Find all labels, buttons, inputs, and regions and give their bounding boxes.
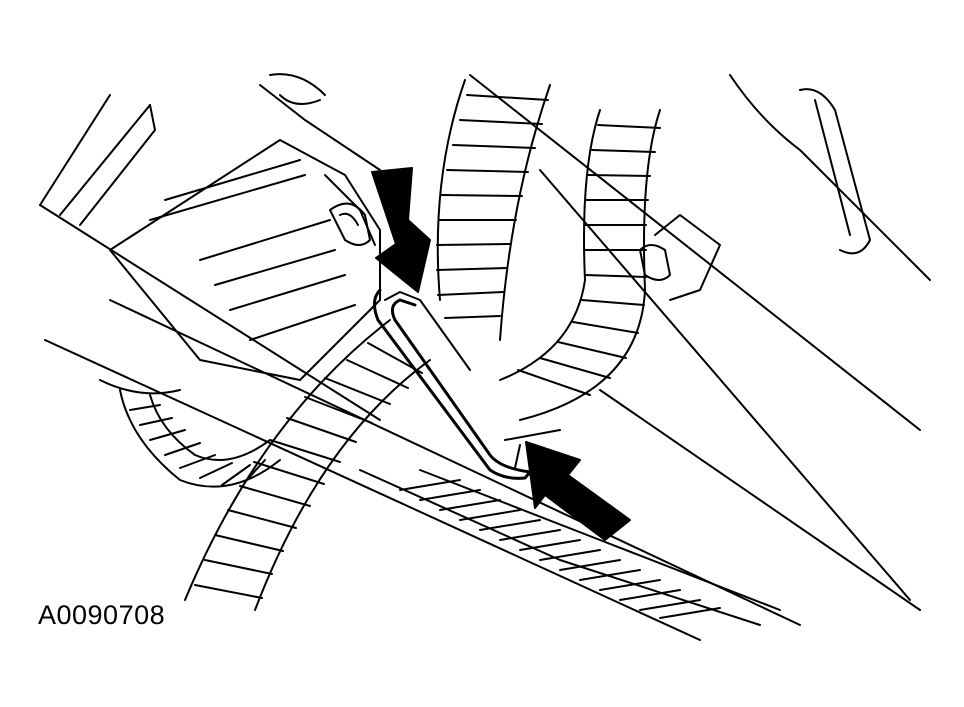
harness-upper-branch — [436, 79, 551, 341]
figure-reference-code: A0090708 — [38, 600, 166, 630]
arrow-up-to-clip — [525, 441, 631, 541]
harness-right-branch — [499, 109, 661, 421]
frame-rail — [44, 299, 801, 641]
retaining-clip — [329, 202, 371, 246]
upper-body-panel — [39, 73, 381, 421]
right-frame — [469, 74, 931, 611]
ribbed-shield — [109, 139, 381, 381]
lower-ribbed-channel — [359, 469, 781, 626]
lower-left-harness — [119, 389, 281, 488]
harness-main — [184, 319, 431, 611]
arrow-down-to-clip — [371, 167, 431, 293]
